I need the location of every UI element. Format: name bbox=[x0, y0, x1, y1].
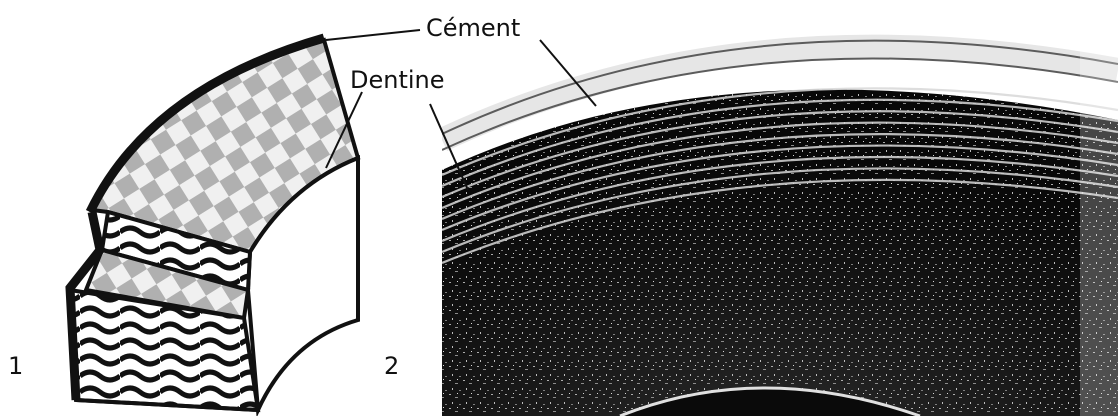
label-cement: Cément bbox=[426, 14, 520, 42]
panel-number-2: 2 bbox=[384, 352, 399, 380]
label-dentine: Dentine bbox=[350, 66, 445, 94]
micrograph bbox=[442, 0, 1118, 416]
schematic-drawing bbox=[70, 38, 358, 410]
leader-cement-schematic bbox=[326, 30, 420, 40]
panel-number-1: 1 bbox=[8, 352, 23, 380]
